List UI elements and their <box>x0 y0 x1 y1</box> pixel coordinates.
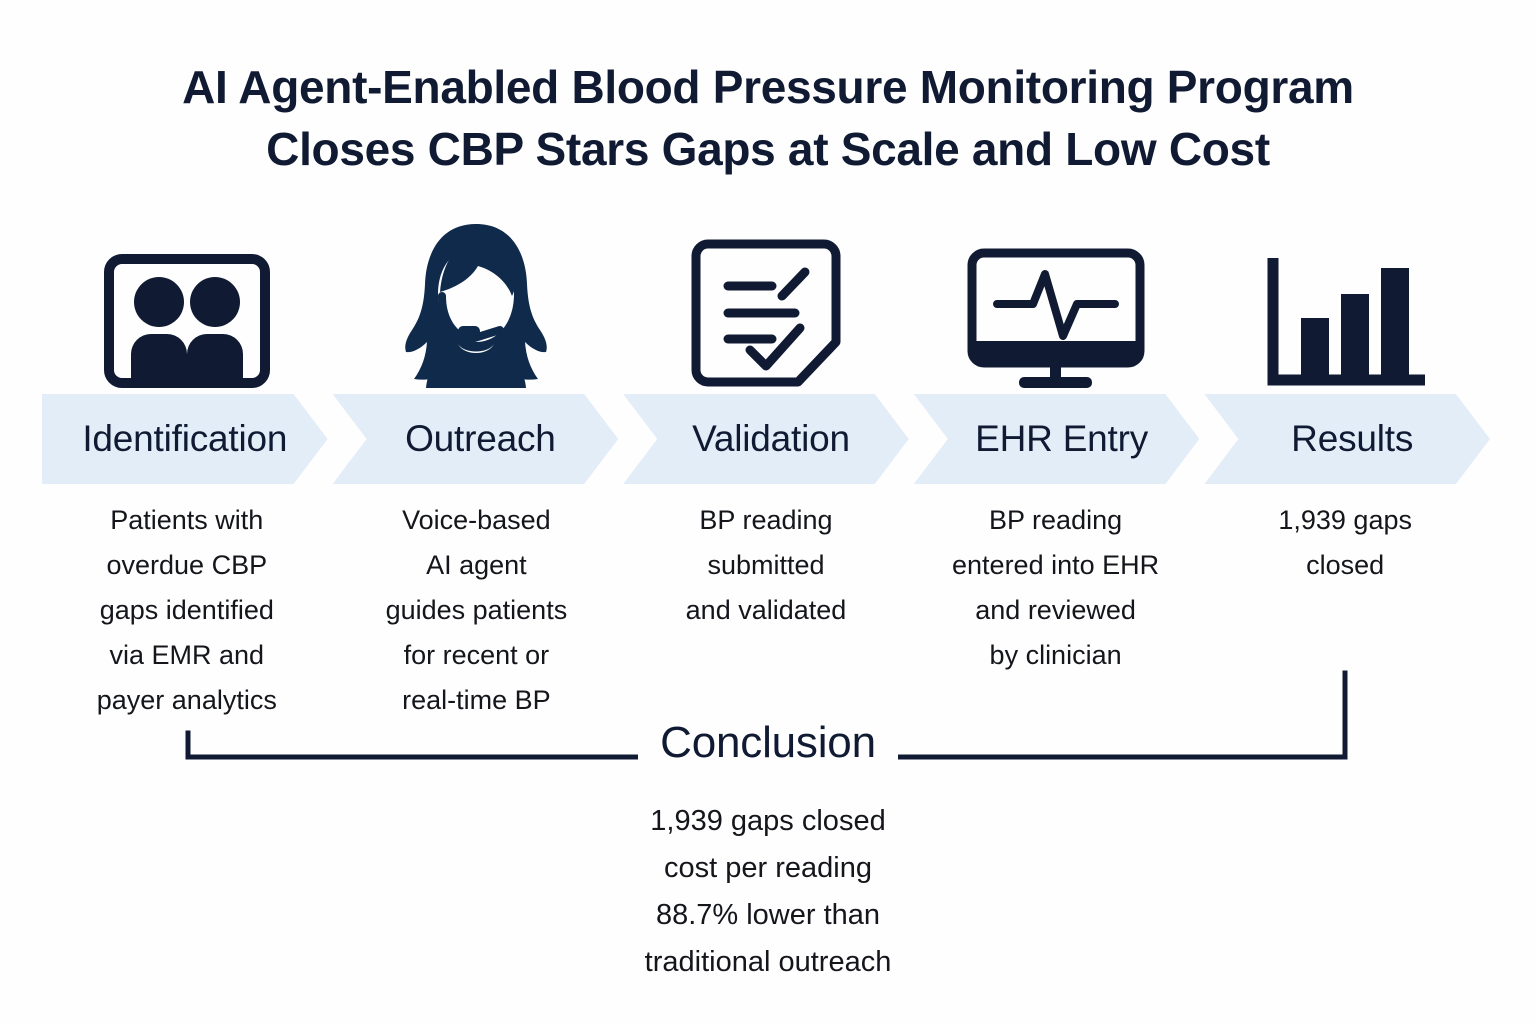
monitor-ecg-icon <box>967 248 1145 388</box>
step-line: real-time BP <box>402 685 551 715</box>
step-line: Patients with <box>110 505 264 535</box>
icon-cell-identification <box>42 222 332 388</box>
stage-label-outreach: Outreach <box>405 418 556 459</box>
step-line: gaps identified <box>99 595 274 625</box>
step-line: by clinician <box>989 640 1122 670</box>
stage-chevron-validation[interactable]: Validation <box>623 394 909 484</box>
process-icon-row <box>42 222 1490 388</box>
step-line: for recent or <box>403 640 550 670</box>
stage-label-ehr-entry: EHR Entry <box>975 418 1149 459</box>
two-people-icon <box>103 254 270 388</box>
step-line: entered into EHR <box>952 550 1160 580</box>
stage-chevron-ehr-entry[interactable]: EHR Entry <box>914 394 1200 484</box>
conclusion-line: 88.7% lower than <box>655 899 881 931</box>
step-line: BP reading <box>989 505 1123 535</box>
step-line: submitted <box>707 550 825 580</box>
step-line: guides patients <box>385 595 568 625</box>
checklist-document-icon <box>690 238 842 388</box>
step-description-outreach: Voice-based AI agent guides patients for… <box>332 498 622 723</box>
step-line: and reviewed <box>975 595 1136 625</box>
page-title: AI Agent-Enabled Blood Pressure Monitori… <box>0 56 1536 180</box>
conclusion-line: 1,939 gaps closed <box>650 805 886 837</box>
conclusion-body: 1,939 gaps closed cost per reading 88.7%… <box>0 798 1536 986</box>
icon-cell-validation <box>621 222 911 388</box>
step-description-identification: Patients with overdue CBP gaps identifie… <box>42 498 332 723</box>
step-line: 1,939 gaps <box>1278 505 1412 535</box>
bar-chart-icon <box>1265 258 1426 388</box>
step-line: Voice-based <box>402 505 551 535</box>
step-line: AI agent <box>426 550 527 580</box>
step-description-ehr-entry: BP reading entered into EHR and reviewed… <box>911 498 1201 723</box>
step-line: closed <box>1306 550 1385 580</box>
process-stage-banner: Identification Outreach Validation EHR E… <box>42 394 1490 484</box>
stage-label-results: Results <box>1291 418 1414 459</box>
step-description-results: 1,939 gaps closed <box>1200 498 1490 723</box>
stage-chevron-outreach[interactable]: Outreach <box>333 394 619 484</box>
step-line: BP reading <box>699 505 833 535</box>
conclusion-heading: Conclusion <box>0 718 1536 768</box>
stage-label-identification: Identification <box>82 418 288 459</box>
step-description-row: Patients with overdue CBP gaps identifie… <box>42 498 1490 723</box>
icon-cell-ehr-entry <box>911 222 1201 388</box>
headset-agent-icon <box>396 222 556 388</box>
icon-cell-results <box>1200 222 1490 388</box>
step-line: payer analytics <box>96 685 277 715</box>
page-title-line-2: Closes CBP Stars Gaps at Scale and Low C… <box>266 123 1270 175</box>
step-line: and validated <box>685 595 847 625</box>
step-line: via EMR and <box>109 640 265 670</box>
step-description-validation: BP reading submitted and validated <box>621 498 911 723</box>
step-line: overdue CBP <box>106 550 268 580</box>
stage-chevron-results[interactable]: Results <box>1204 394 1490 484</box>
stage-chevron-identification[interactable]: Identification <box>42 394 328 484</box>
icon-cell-outreach <box>332 222 622 388</box>
page-title-line-1: AI Agent-Enabled Blood Pressure Monitori… <box>182 61 1354 113</box>
conclusion-line: traditional outreach <box>644 946 892 978</box>
conclusion-line: cost per reading <box>664 852 872 884</box>
stage-label-validation: Validation <box>692 418 850 459</box>
